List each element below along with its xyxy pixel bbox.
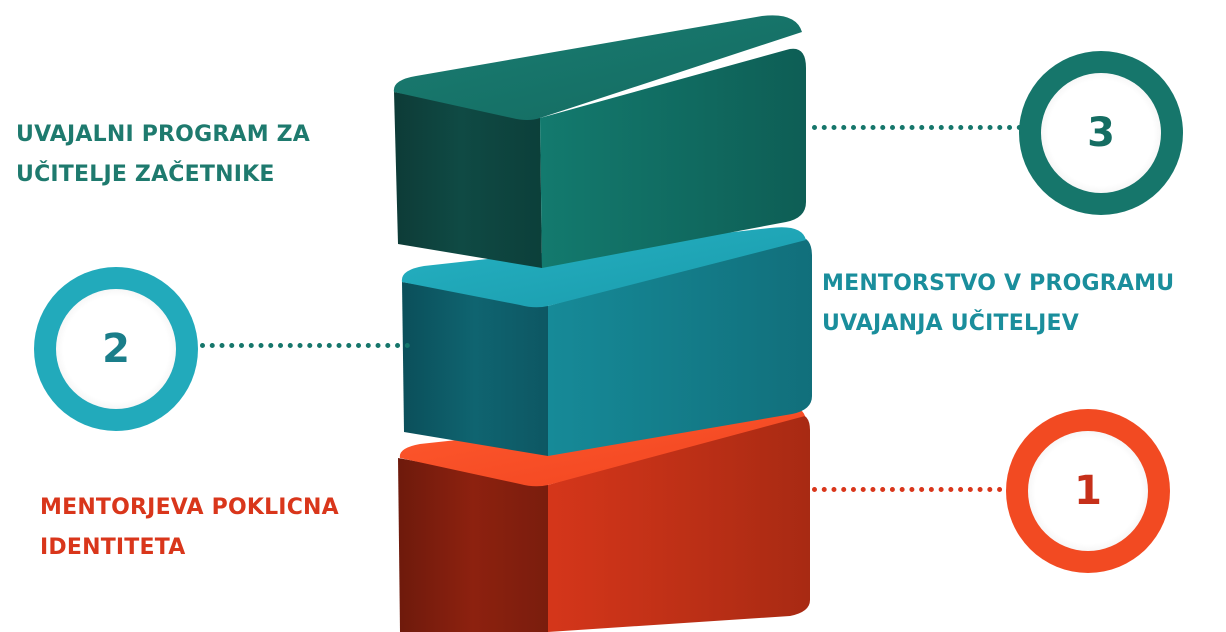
block-3-side	[540, 48, 806, 268]
connector-level-3	[812, 125, 1022, 130]
badge-level-2-number: 2	[102, 326, 130, 372]
badge-level-3-inner: 3	[1041, 73, 1161, 193]
block-3-top	[393, 15, 802, 120]
label-level-2: MENTORSTVO V PROGRAMU UVAJANJA UČITELJEV	[822, 273, 1174, 353]
badge-level-3: 3	[1019, 51, 1183, 215]
badge-level-1-number: 1	[1074, 468, 1102, 514]
connector-level-2	[200, 343, 410, 348]
block-level-3	[393, 15, 806, 268]
label-level-1: MENTORJEVA POKLICNA IDENTITETA	[40, 497, 339, 577]
block-3-front	[394, 92, 542, 268]
badge-level-1: 1	[1006, 409, 1170, 573]
label-level-1-line-2: IDENTITETA	[40, 535, 186, 560]
badge-level-2-inner: 2	[56, 289, 176, 409]
label-level-1-line-1: MENTORJEVA POKLICNA	[40, 495, 339, 520]
connector-level-1	[812, 487, 1012, 492]
label-level-3: UVAJALNI PROGRAM ZA UČITELJE ZAČETNIKE	[16, 124, 310, 204]
badge-level-1-inner: 1	[1028, 431, 1148, 551]
badge-level-3-number: 3	[1087, 110, 1115, 156]
label-level-3-line-1: UVAJALNI PROGRAM ZA	[16, 122, 311, 147]
label-level-3-line-2: UČITELJE ZAČETNIKE	[16, 162, 275, 187]
block-2-top	[401, 227, 806, 308]
label-level-2-line-2: UVAJANJA UČITELJEV	[822, 311, 1080, 336]
block-2-side	[548, 236, 812, 456]
block-2-front	[402, 282, 548, 456]
block-1-front	[398, 458, 548, 632]
block-1-side	[548, 413, 810, 632]
label-level-2-line-1: MENTORSTVO V PROGRAMU	[822, 271, 1175, 296]
block-level-2	[401, 227, 812, 456]
badge-level-2: 2	[34, 267, 198, 431]
